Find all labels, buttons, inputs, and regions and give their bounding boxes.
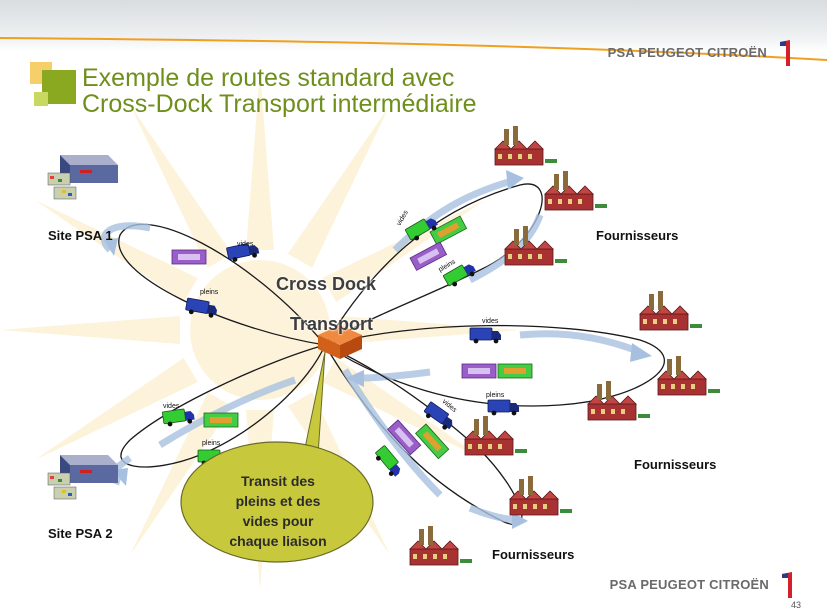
route-suppliers-right-loop	[324, 324, 665, 407]
pallet-full-icon	[497, 363, 533, 379]
brand-flag-icon-top	[780, 40, 790, 66]
brand-flag-icon-bottom	[782, 572, 792, 598]
factory-icon	[464, 415, 528, 456]
factory-icon	[504, 225, 568, 266]
truck-label-empty: vides	[396, 209, 410, 227]
site-psa1-label: Site PSA 1	[48, 228, 113, 243]
brand-logo-bottom: PSA PEUGEOT CITROËN	[610, 577, 769, 592]
pallet-full-icon	[429, 215, 468, 245]
truck-label-empty: vides	[237, 241, 254, 248]
slide-title-line-2: Cross-Dock Transport intermédiaire	[82, 90, 477, 118]
factory-icon	[587, 380, 651, 421]
page-number: 43	[791, 600, 802, 610]
slide-title: Exemple de routes standard avec Cross-Do…	[82, 66, 477, 118]
pallet-empty-icon	[461, 363, 497, 379]
callout-line-2: pleins et des	[235, 493, 321, 509]
site-psa2-server-icon	[47, 454, 119, 500]
factory-icon	[544, 170, 608, 211]
callout-line-1: Transit des	[241, 473, 315, 489]
truck-empty-icon	[469, 327, 502, 344]
factory-icon	[509, 475, 573, 516]
truck-full-icon	[184, 297, 219, 320]
suppliers-label-1: Fournisseurs	[596, 228, 679, 243]
cross-dock-label-line-2: Transport	[290, 314, 374, 334]
site-psa1-server-icon	[47, 154, 119, 200]
slide-title-line-1: Exemple de routes standard avec	[82, 64, 455, 92]
callout-text: Transit des pleins et des vides pour cha…	[218, 471, 338, 551]
truck-label-full: pleins	[486, 392, 505, 399]
truck-label-full: pleins	[202, 440, 221, 447]
site-psa2-label: Site PSA 2	[48, 526, 113, 541]
brand-name-bottom: PSA PEUGEOT CITROËN	[609, 577, 769, 592]
suppliers-label-2: Fournisseurs	[634, 457, 717, 472]
factory-icon	[409, 525, 473, 566]
factory-icon	[639, 290, 703, 331]
callout-line-4: chaque liaison	[229, 533, 327, 549]
factory-icon	[494, 125, 558, 166]
truck-label-empty: vides	[482, 318, 499, 325]
callout-bubble	[180, 351, 374, 563]
header-accent-line	[0, 37, 827, 61]
cross-dock-building-icon	[318, 325, 362, 359]
route-psa1-loop	[100, 222, 326, 346]
factory-icon	[657, 355, 721, 396]
pallet-empty-icon	[171, 249, 207, 265]
truck-label-empty: vides	[163, 403, 180, 410]
cross-dock-label-line-1: Cross Dock	[276, 274, 377, 294]
brand-logo-top: PSA PEUGEOT CITROËN	[608, 45, 767, 60]
brand-name-top: PSA PEUGEOT CITROËN	[607, 45, 767, 60]
title-accent-squares	[30, 62, 76, 106]
callout-line-3: vides pour	[242, 513, 314, 529]
pallet-full-icon	[203, 412, 239, 428]
truck-label-full: pleins	[200, 289, 219, 296]
suppliers-label-3: Fournisseurs	[492, 547, 575, 562]
truck-full-icon	[487, 399, 520, 416]
